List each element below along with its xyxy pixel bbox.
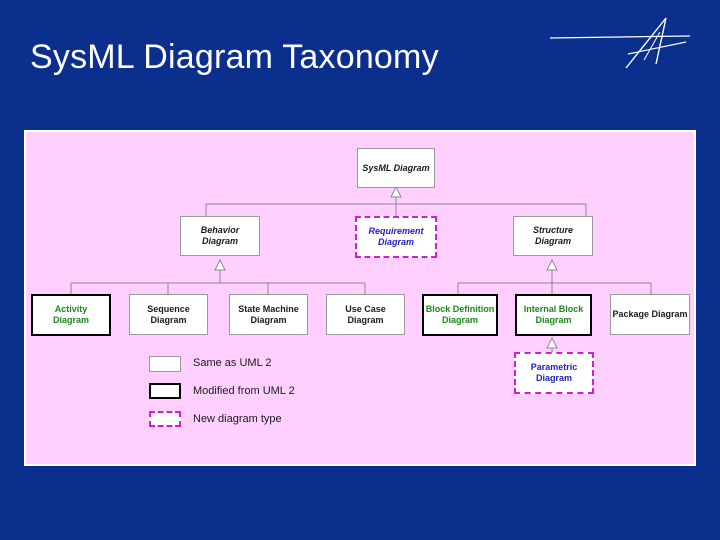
slide-title: SysML Diagram Taxonomy bbox=[30, 38, 439, 76]
legend-swatch-new bbox=[149, 411, 181, 427]
structure-diagram-box: Structure Diagram bbox=[513, 216, 593, 256]
sequence-diagram-box: Sequence Diagram bbox=[129, 294, 208, 335]
legend-label-modified: Modified from UML 2 bbox=[193, 385, 295, 397]
activity-diagram-box: Activity Diagram bbox=[31, 294, 111, 336]
legend-label-same: Same as UML 2 bbox=[193, 357, 272, 369]
behavior-diagram-box: Behavior Diagram bbox=[180, 216, 260, 256]
sysml-diagram-box: SysML Diagram bbox=[357, 148, 435, 188]
lockheed-star-logo bbox=[549, 17, 691, 69]
diagram-panel: SysML Diagram Behavior Diagram Requireme… bbox=[24, 130, 696, 466]
package-diagram-box: Package Diagram bbox=[610, 294, 690, 335]
parametric-diagram-box: Parametric Diagram bbox=[514, 352, 594, 394]
connector-lines bbox=[70, 185, 652, 352]
block-definition-diagram-box: Block Definition Diagram bbox=[422, 294, 498, 336]
internal-block-diagram-box: Internal Block Diagram bbox=[515, 294, 592, 336]
legend-label-new: New diagram type bbox=[193, 413, 282, 425]
state-machine-diagram-box: State Machine Diagram bbox=[229, 294, 308, 335]
use-case-diagram-box: Use Case Diagram bbox=[326, 294, 405, 335]
legend-swatch-same bbox=[149, 356, 181, 372]
legend-swatch-modified bbox=[149, 383, 181, 399]
requirement-diagram-box: Requirement Diagram bbox=[355, 216, 437, 258]
